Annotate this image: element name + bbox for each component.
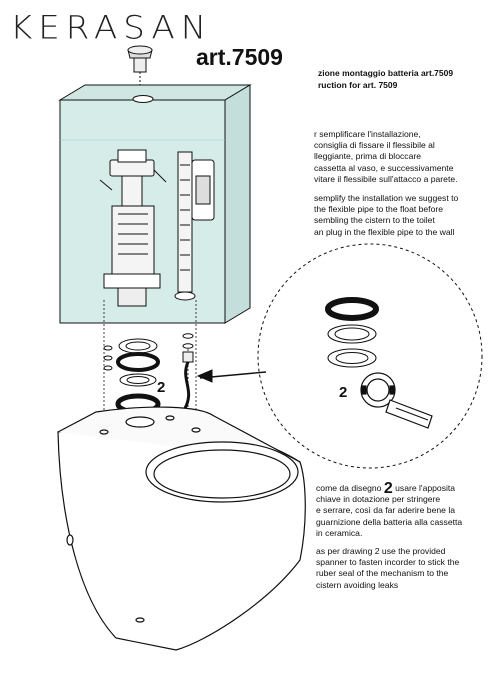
instruction-english-1-line: semplify the installation we suggest to — [314, 193, 459, 203]
detail-callout — [196, 243, 483, 469]
instruction-english-2-line: as per drawing 2 use the provided — [316, 546, 446, 556]
instruction-italian-2: come da disegno 2 usare l'apposita chiav… — [316, 480, 462, 538]
brand-logo: KERASAN — [10, 9, 213, 47]
detail-seals — [325, 297, 379, 368]
instruction-italian-1-line: consiglia di fissare il flessibile al — [314, 140, 435, 151]
instruction-italian-2-line: chiave in dotazione per stringere — [316, 494, 441, 505]
instruction-english-2-line: spanner to fasten incorder to stick the — [316, 557, 460, 568]
push-button-icon — [127, 45, 153, 96]
toilet-bowl-icon — [57, 406, 306, 651]
instruction-italian-1-line: vitare il flessibile sull'attacco a pare… — [314, 173, 458, 184]
flush-valve-icon — [99, 149, 167, 307]
callout-number-right: 2 — [339, 384, 348, 401]
instruction-english-1-line: the flexible pipe to the float before — [314, 204, 443, 215]
title-english: ruction for art. 7509 — [318, 80, 398, 90]
instruction-italian-2-line: guarnizione della batteria alla cassetta — [316, 516, 463, 527]
instruction-english-1-line: sembling the cistern to the toilet — [314, 215, 435, 226]
instruction-english-2-line: cistern avoiding leaks — [316, 579, 399, 590]
title-italian: zione montaggio batteria art.7509 — [318, 68, 454, 78]
article-number: art.7509 — [196, 44, 283, 70]
instruction-italian-1: r semplificare l'installazione,consiglia… — [314, 129, 458, 185]
instruction-italian-2-line: in ceramica. — [316, 527, 363, 538]
callout-number-left: 2 — [157, 379, 166, 396]
instruction-english-2-line: ruber seal of the mechanism to the — [316, 568, 449, 579]
spanner-icon — [360, 372, 433, 429]
seal-stack-left — [103, 333, 194, 415]
instruction-italian-1-line: r semplificare l'installazione, — [314, 129, 421, 139]
instruction-italian-1-line: cassetta al vaso, e successivamente — [314, 162, 454, 173]
fill-valve-icon — [174, 151, 215, 301]
instruction-italian-2-first-line: come da disegno 2 usare l'apposita — [316, 480, 456, 497]
instruction-italian-1-line: lleggiante, prima di bloccare — [314, 151, 422, 162]
instruction-italian-2-line: e serrare, così da far aderire bene la — [316, 505, 456, 516]
instruction-english-1-line: an plug in the flexible pipe to the wall — [314, 226, 455, 237]
